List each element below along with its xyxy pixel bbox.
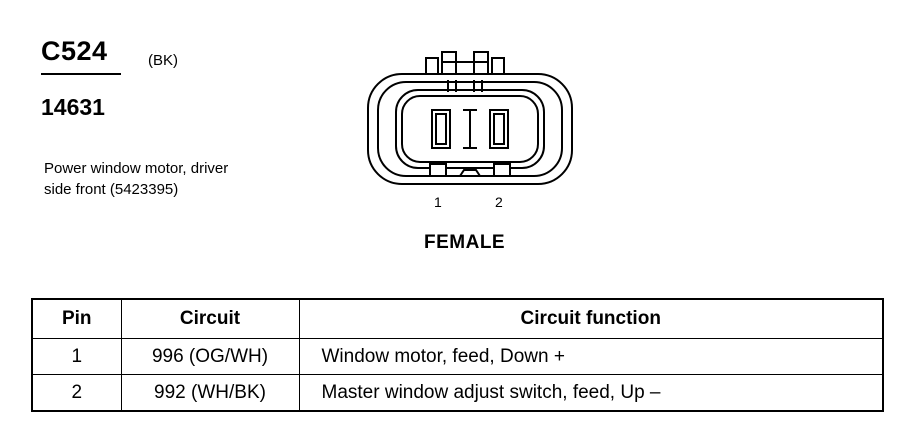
pin-label-1: 1 bbox=[434, 194, 442, 210]
cell-circuit: 996 (OG/WH) bbox=[120, 338, 300, 375]
table-row: 2 992 (WH/BK) Master window adjust switc… bbox=[31, 374, 884, 412]
connector-id-underline bbox=[41, 73, 121, 75]
header-circuit: Circuit bbox=[120, 298, 300, 339]
cell-pin: 1 bbox=[31, 338, 122, 375]
connector-id: C524 bbox=[41, 36, 108, 66]
part-number: 14631 bbox=[41, 94, 105, 120]
connector-color: (BK) bbox=[148, 52, 178, 69]
table-row: 1 996 (OG/WH) Window motor, feed, Down + bbox=[31, 338, 884, 375]
pin-table: Pin Circuit Circuit function 1 996 (OG/W… bbox=[31, 298, 884, 412]
cell-function: Master window adjust switch, feed, Up – bbox=[298, 374, 884, 412]
connector-gender: FEMALE bbox=[424, 232, 506, 253]
description-line-1: Power window motor, driver bbox=[44, 160, 229, 177]
connector-description: Power window motor, driver side front (5… bbox=[44, 158, 228, 200]
table-header-row: Pin Circuit Circuit function bbox=[31, 298, 884, 339]
cell-pin: 2 bbox=[31, 374, 122, 412]
header-pin: Pin bbox=[31, 298, 122, 339]
header-circuit-function: Circuit function bbox=[298, 298, 884, 339]
description-line-2: side front (5423395) bbox=[44, 181, 179, 198]
cell-circuit: 992 (WH/BK) bbox=[120, 374, 300, 412]
pin-label-2: 2 bbox=[495, 194, 503, 210]
cell-function: Window motor, feed, Down + bbox=[298, 338, 884, 375]
connector-face-drawing bbox=[367, 51, 573, 185]
